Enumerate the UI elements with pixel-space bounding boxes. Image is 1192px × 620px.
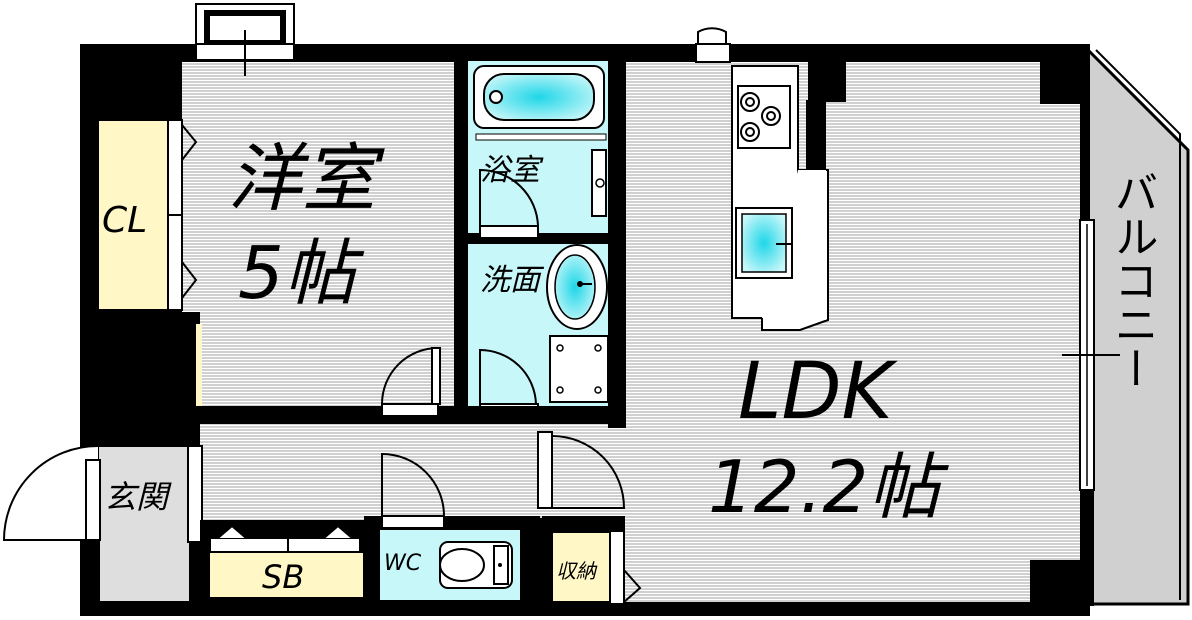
washroom-label: 洗面 xyxy=(480,263,545,298)
ldk-label: LDK xyxy=(738,347,899,437)
storage-label: 収納 xyxy=(556,559,598,583)
bathroom-label: 浴室 xyxy=(480,153,544,188)
closet-label: CL xyxy=(102,200,147,241)
bathtub-basin xyxy=(483,73,595,121)
entrance-label: 玄関 xyxy=(104,478,172,516)
pillar xyxy=(82,312,200,448)
hallway-floor xyxy=(200,424,542,520)
ldk-size-label: 12.2帖 xyxy=(708,445,949,529)
closet xyxy=(97,119,171,311)
entrance xyxy=(97,445,191,603)
toilet-icon xyxy=(439,541,513,589)
western-room-size-label: 5帖 xyxy=(238,231,365,315)
toilet-label: WC xyxy=(384,551,422,576)
shoe-box-label: SB xyxy=(262,558,304,596)
ldk-floor-lower xyxy=(540,424,630,516)
western-room-label: 洋室 xyxy=(228,136,385,222)
balcony-label: バルコニー xyxy=(1107,170,1158,390)
ldk-floor xyxy=(625,62,1080,602)
shoe-box xyxy=(207,551,365,599)
western-room-floor xyxy=(182,62,454,407)
stove-burner-icon xyxy=(740,92,781,142)
